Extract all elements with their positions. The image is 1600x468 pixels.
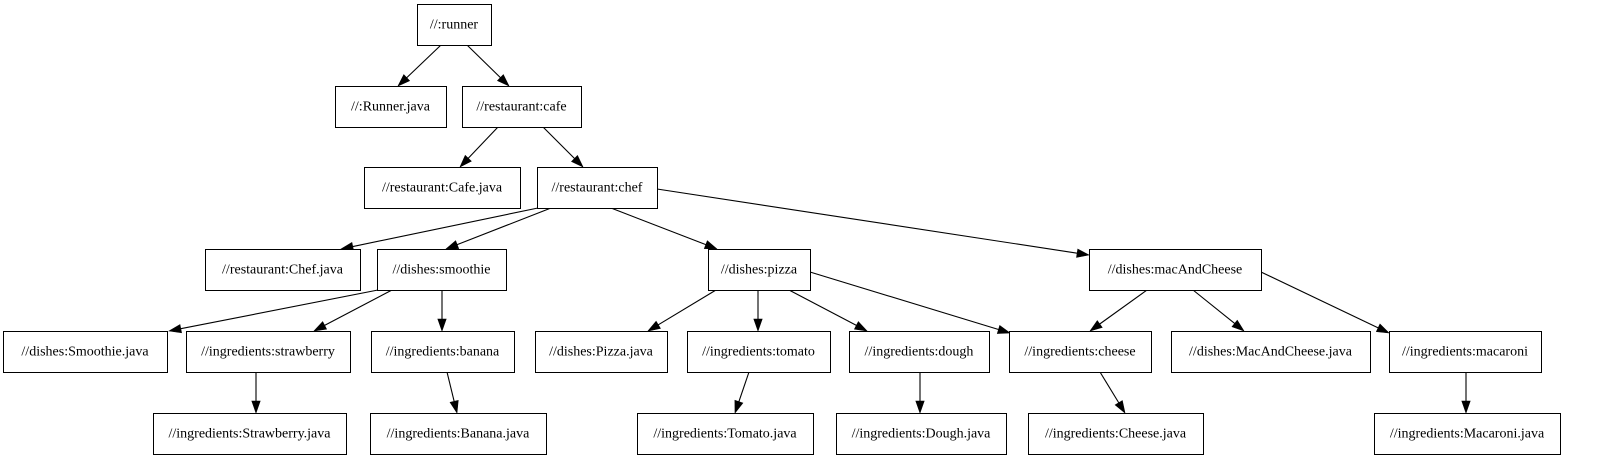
graph-edge [466,44,510,87]
graph-node[interactable]: //restaurant:Chef.java [205,249,361,291]
graph-node[interactable]: //dishes:MacAndCheese.java [1171,331,1371,373]
graph-edge [313,289,393,332]
graph-node[interactable]: //dishes:macAndCheese [1089,249,1262,291]
graph-node-label: //dishes:smoothie [393,263,491,278]
graph-node[interactable]: //ingredients:strawberry [186,331,351,373]
graph-node-label: //ingredients:cheese [1024,345,1135,360]
graph-node-label: //ingredients:dough [865,345,974,360]
graph-edge [809,271,1011,334]
graph-node-label: //ingredients:macaroni [1402,345,1528,360]
graph-node-label: //ingredients:Banana.java [387,427,530,442]
graph-node-label: //dishes:macAndCheese [1108,263,1243,278]
node-layer: //:runner //:Runner.java //restaurant:cafe… [3,4,1561,455]
graph-edge [340,207,539,252]
graph-edge [168,289,379,334]
graph-node-label: //dishes:Pizza.java [549,345,654,360]
graph-node-label: //ingredients:Tomato.java [653,427,797,442]
graph-node-label: //dishes:Smoothie.java [21,345,149,360]
graph-node-label: //ingredients:strawberry [201,345,335,360]
graph-node-label: //ingredients:Cheese.java [1045,427,1187,442]
graph-edge [610,207,718,250]
graph-node[interactable]: //ingredients:banana [371,331,515,373]
graph-edge [445,207,552,250]
graph-node[interactable]: //ingredients:dough [849,331,990,373]
edge-layer [168,44,1471,414]
graph-node[interactable]: //ingredients:Dough.java [836,413,1007,455]
graph-edge [459,126,499,168]
graph-node-label: //dishes:pizza [721,263,798,278]
graph-node[interactable]: //ingredients:cheese [1009,331,1152,373]
graph-edge [251,372,261,414]
graph-node-label: //restaurant:chef [552,181,643,196]
graph-edge [1099,371,1126,414]
graph-node[interactable]: //dishes:pizza [708,249,811,291]
graph-edge [647,289,717,332]
graph-edge [437,290,447,332]
graph-edge [542,126,584,168]
graph-node-label: //restaurant:Cafe.java [382,181,503,196]
graph-node[interactable]: //dishes:Pizza.java [535,331,668,373]
graph-node-label: //ingredients:Strawberry.java [169,427,332,442]
graph-node[interactable]: //restaurant:chef [537,167,658,209]
graph-node[interactable]: //ingredients:Macaroni.java [1374,413,1561,455]
graph-edge [397,44,442,87]
graph-node-label: //ingredients:tomato [702,345,815,360]
graph-node-label: //dishes:MacAndCheese.java [1189,345,1353,360]
graph-node[interactable]: //ingredients:tomato [687,331,831,373]
graph-edge [753,290,763,332]
graph-edge [656,188,1090,258]
graph-node[interactable]: //ingredients:Tomato.java [637,413,814,455]
graph-edge [788,289,868,332]
graph-node-label: //restaurant:Chef.java [222,263,344,278]
graph-node[interactable]: //restaurant:Cafe.java [364,167,521,209]
graph-node[interactable]: //:Runner.java [335,86,447,128]
graph-node-label: //ingredients:Dough.java [852,427,992,442]
graph-node[interactable]: //ingredients:Banana.java [370,413,547,455]
graph-edge [1260,271,1390,334]
graph-node[interactable]: //dishes:Smoothie.java [3,331,168,373]
graph-edge [446,371,459,414]
graph-node-label: //ingredients:Macaroni.java [1390,427,1545,442]
graph-node[interactable]: //ingredients:Cheese.java [1028,413,1204,455]
graph-node-label: //restaurant:cafe [476,100,566,115]
graph-edge [1192,289,1245,332]
graph-edge [915,372,925,414]
graph-node[interactable]: //ingredients:Strawberry.java [153,413,347,455]
graph-node[interactable]: //ingredients:macaroni [1389,331,1542,373]
graph-edge [734,371,750,414]
graph-node-label: //ingredients:banana [386,345,500,360]
graph-node-label: //:Runner.java [351,100,431,115]
graph-node[interactable]: //dishes:smoothie [377,249,507,291]
graph-edge [1461,372,1471,414]
graph-node[interactable]: //restaurant:cafe [462,86,582,128]
graph-node-label: //:runner [430,18,479,33]
graph-node[interactable]: //:runner [417,4,492,46]
graph-edge [1089,289,1148,332]
